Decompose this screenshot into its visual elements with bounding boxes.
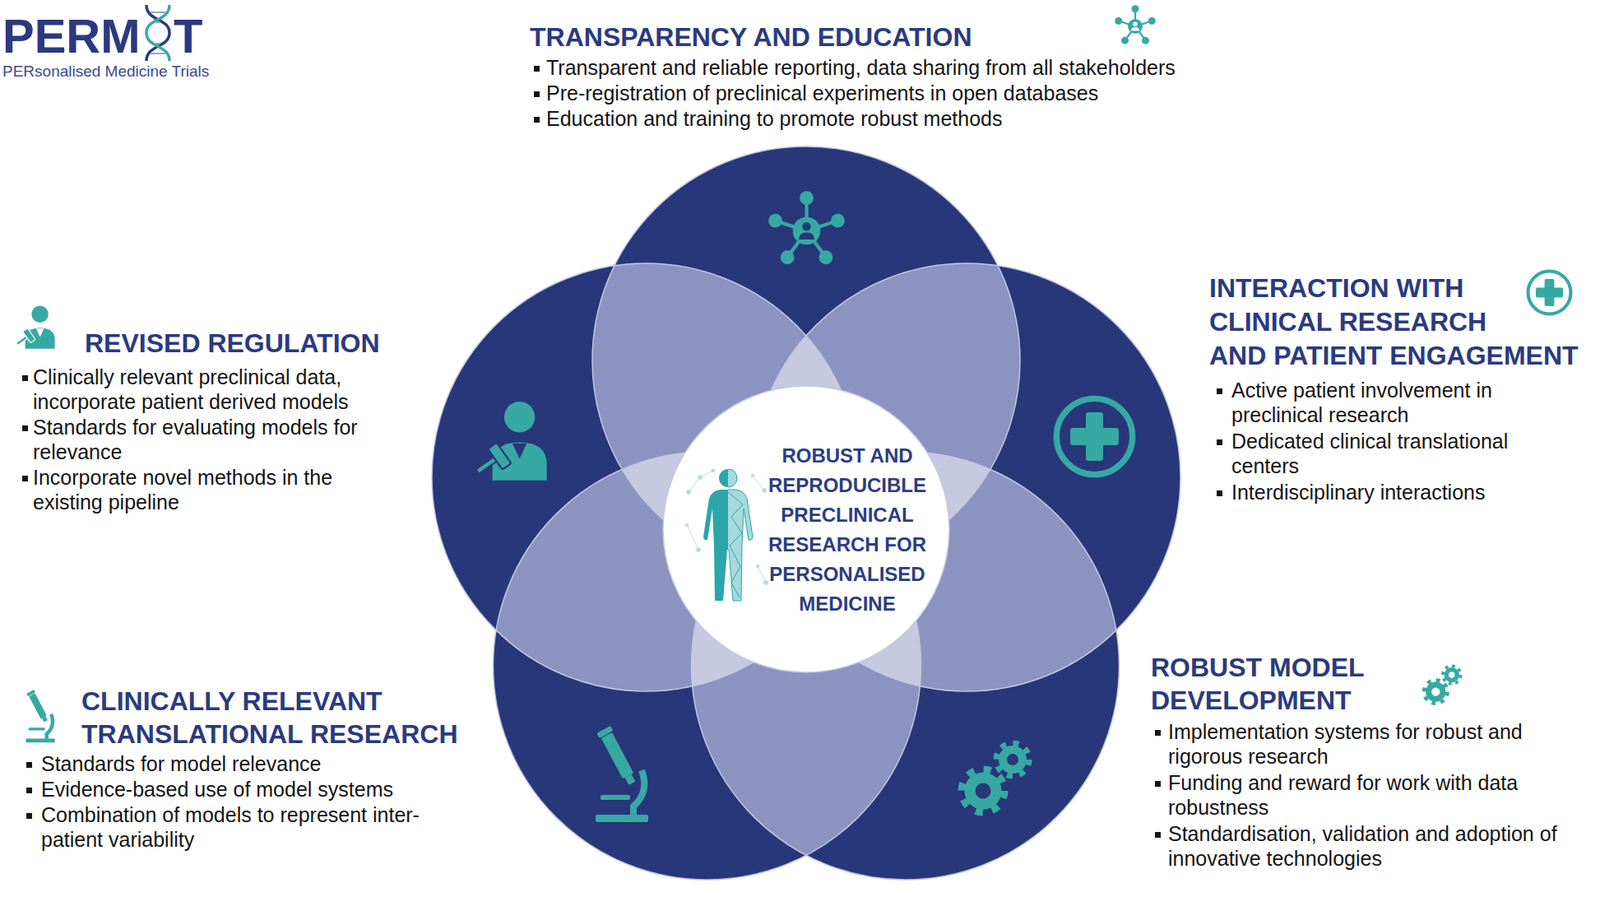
center-title: ROBUST AND REPRODUCIBLE PRECLINICAL RESE…: [756, 440, 938, 619]
bullet-item: Education and training to promote robust…: [529, 106, 1271, 131]
plus-icon: [1056, 398, 1132, 474]
logo-text: T: [173, 12, 203, 61]
bullet-text: Transparent and reliable reporting, data…: [546, 55, 1229, 80]
bullet-square: [22, 475, 28, 482]
logo-subtitle: PERsonalised Medicine Trials: [2, 61, 209, 82]
bullet-text: Evidence-based use of model systems: [41, 776, 449, 802]
bullet-text: Funding and reward for work with data ro…: [1168, 769, 1584, 820]
bullet-item: Standardisation, validation and adoption…: [1150, 820, 1587, 871]
bullet-square: [22, 425, 28, 432]
gears-icon: [961, 742, 1030, 812]
bullet-square: [533, 116, 540, 123]
regulation-icon: [13, 306, 56, 350]
bullet-item: Dedicated clinical translational centers: [1209, 428, 1596, 478]
network-icon: [768, 190, 845, 265]
circle-icons: [469, 190, 1132, 822]
bullet-square: [1154, 729, 1161, 736]
bullet-text: Education and training to promote robust…: [546, 106, 1229, 131]
bullet-square: [1216, 439, 1223, 446]
bullet-square: [22, 375, 28, 381]
bullet-text: Dedicated clinical translational centers: [1231, 428, 1553, 478]
bullet-item: Standards for model relevance: [26, 751, 487, 776]
regulation-icon: [469, 401, 547, 483]
center-circle: ROBUST AND REPRODUCIBLE PRECLINICAL RESE…: [663, 385, 950, 673]
human-figure: [685, 468, 769, 601]
bullet-item: Transparent and reliable reporting, data…: [529, 55, 1271, 80]
bullet-item: Combination of models to represent inter…: [26, 802, 487, 852]
plus-icon: [1528, 271, 1572, 315]
section-block: INTERACTION WITH CLINICAL RESEARCH AND P…: [1209, 271, 1596, 506]
bullet-text: Implementation systems for robust and ri…: [1168, 718, 1584, 769]
bullet-item: Evidence-based use of model systems: [26, 776, 487, 802]
bullet-text: Clinically relevant preclinical data, in…: [32, 364, 387, 414]
bullet-item: Active patient involvement in preclinica…: [1209, 377, 1596, 427]
bullet-square: [533, 91, 540, 98]
microscope-icon: [595, 725, 649, 822]
venn-circles: [431, 146, 1181, 880]
section-block: TRANSPARENCY AND EDUCATIONTransparent an…: [529, 20, 1271, 132]
bullet-item: Implementation systems for robust and ri…: [1150, 718, 1587, 769]
network-icon: [1114, 4, 1155, 44]
section-heading: REVISED REGULATION: [84, 326, 414, 360]
bullet-item: Funding and reward for work with data ro…: [1150, 769, 1587, 820]
gears-icon: [1423, 665, 1461, 703]
bullet-text: Interdisciplinary interactions: [1231, 479, 1553, 505]
section-heading: INTERACTION WITH CLINICAL RESEARCH AND P…: [1209, 271, 1592, 373]
venn-overlaps: [431, 263, 1181, 880]
bullet-item: Interdisciplinary interactions: [1209, 479, 1596, 505]
section-heading: ROBUST MODEL DEVELOPMENT: [1150, 650, 1431, 717]
section-heading: TRANSPARENCY AND EDUCATION: [529, 20, 1040, 54]
section-block: CLINICALLY RELEVANT TRANSLATIONAL RESEAR…: [26, 684, 487, 853]
bullet-item: Incorporate novel methods in the existin…: [22, 464, 426, 515]
venn-triple-overlaps: [431, 263, 1120, 880]
bullet-item: Standards for evaluating models for rele…: [22, 414, 426, 464]
wrap-spacer: [1517, 271, 1592, 338]
bullet-item: Clinically relevant preclinical data, in…: [22, 364, 426, 414]
bullet-text: Active patient involvement in preclinica…: [1231, 377, 1553, 427]
bullet-text: Standards for evaluating models for rele…: [32, 414, 387, 464]
bullet-text: Incorporate novel methods in the existin…: [32, 464, 387, 515]
bullet-square: [26, 812, 33, 819]
bullet-square: [1154, 831, 1161, 838]
bullet-text: Standards for model relevance: [41, 751, 449, 776]
bullet-square: [1216, 388, 1223, 395]
bullet-text: Combination of models to represent inter…: [41, 802, 449, 852]
section-heading: CLINICALLY RELEVANT TRANSLATIONAL RESEAR…: [81, 684, 477, 751]
venn-outlines: [431, 146, 1181, 880]
heading-icons: [13, 4, 1572, 743]
bullet-square: [26, 761, 33, 768]
bullet-square: [1216, 490, 1223, 497]
section-block: REVISED REGULATION Clinically relevant pr…: [22, 326, 426, 515]
section-block: ROBUST MODEL DEVELOPMENTImplementation s…: [1150, 650, 1587, 872]
logo-helix: [146, 4, 170, 61]
center-disc: [663, 385, 950, 673]
bullet-text: Pre-registration of preclinical experime…: [546, 80, 1229, 106]
bullet-text: Standardisation, validation and adoption…: [1168, 820, 1584, 871]
logo-text: PERM: [2, 12, 141, 61]
bullet-square: [26, 787, 33, 794]
microscope-icon: [25, 689, 55, 743]
bullet-item: Pre-registration of preclinical experime…: [529, 80, 1271, 106]
bullet-square: [1154, 780, 1161, 787]
bullet-square: [533, 65, 540, 72]
